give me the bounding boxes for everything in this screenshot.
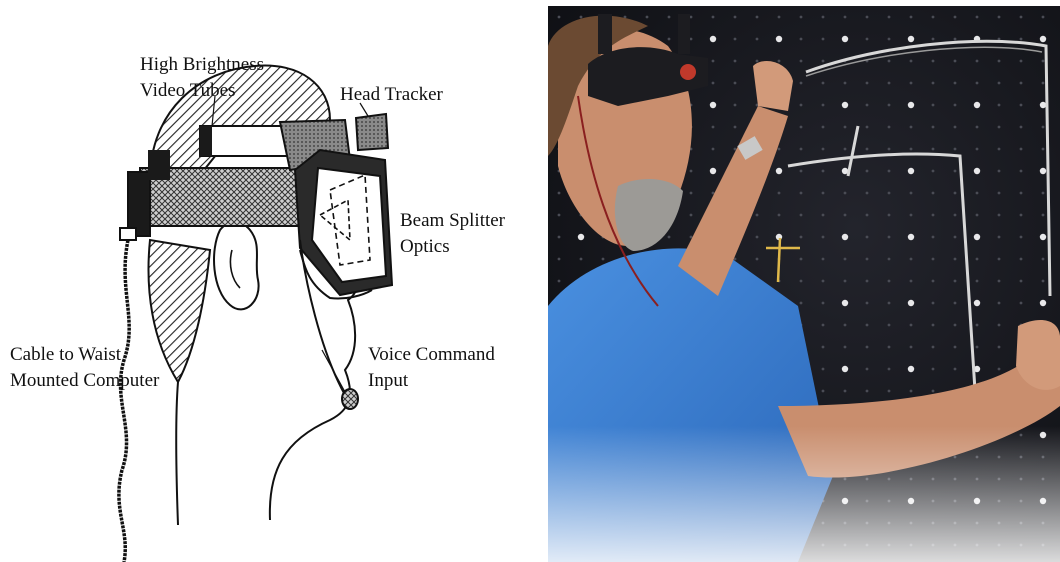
label-video-tubes-line1: High Brightness: [140, 52, 264, 78]
video-tube: [200, 126, 288, 156]
hmd-diagram: High Brightness Video Tubes Head Tracker…: [0, 0, 540, 562]
label-cable: Cable to Waist Mounted Computer: [10, 342, 159, 394]
label-beam-splitter-line1: Beam Splitter: [400, 208, 505, 234]
label-head-tracker: Head Tracker: [340, 82, 443, 108]
worker-photo: [548, 6, 1060, 562]
label-head-tracker-text: Head Tracker: [340, 82, 443, 108]
label-video-tubes: High Brightness Video Tubes: [140, 52, 264, 104]
label-voice-command-line2: Input: [368, 368, 495, 394]
label-beam-splitter-line2: Optics: [400, 234, 505, 260]
label-cable-line2: Mounted Computer: [10, 368, 159, 394]
label-voice-command: Voice Command Input: [368, 342, 495, 394]
label-video-tubes-line2: Video Tubes: [140, 78, 264, 104]
hmd-illustration: [0, 0, 540, 562]
label-cable-line1: Cable to Waist: [10, 342, 159, 368]
label-beam-splitter: Beam Splitter Optics: [400, 208, 505, 260]
tracker-box: [356, 114, 388, 150]
cable-line: [119, 240, 129, 562]
ear-shape: [214, 222, 259, 310]
label-voice-command-line1: Voice Command: [368, 342, 495, 368]
photo-illustration: [548, 6, 1060, 562]
